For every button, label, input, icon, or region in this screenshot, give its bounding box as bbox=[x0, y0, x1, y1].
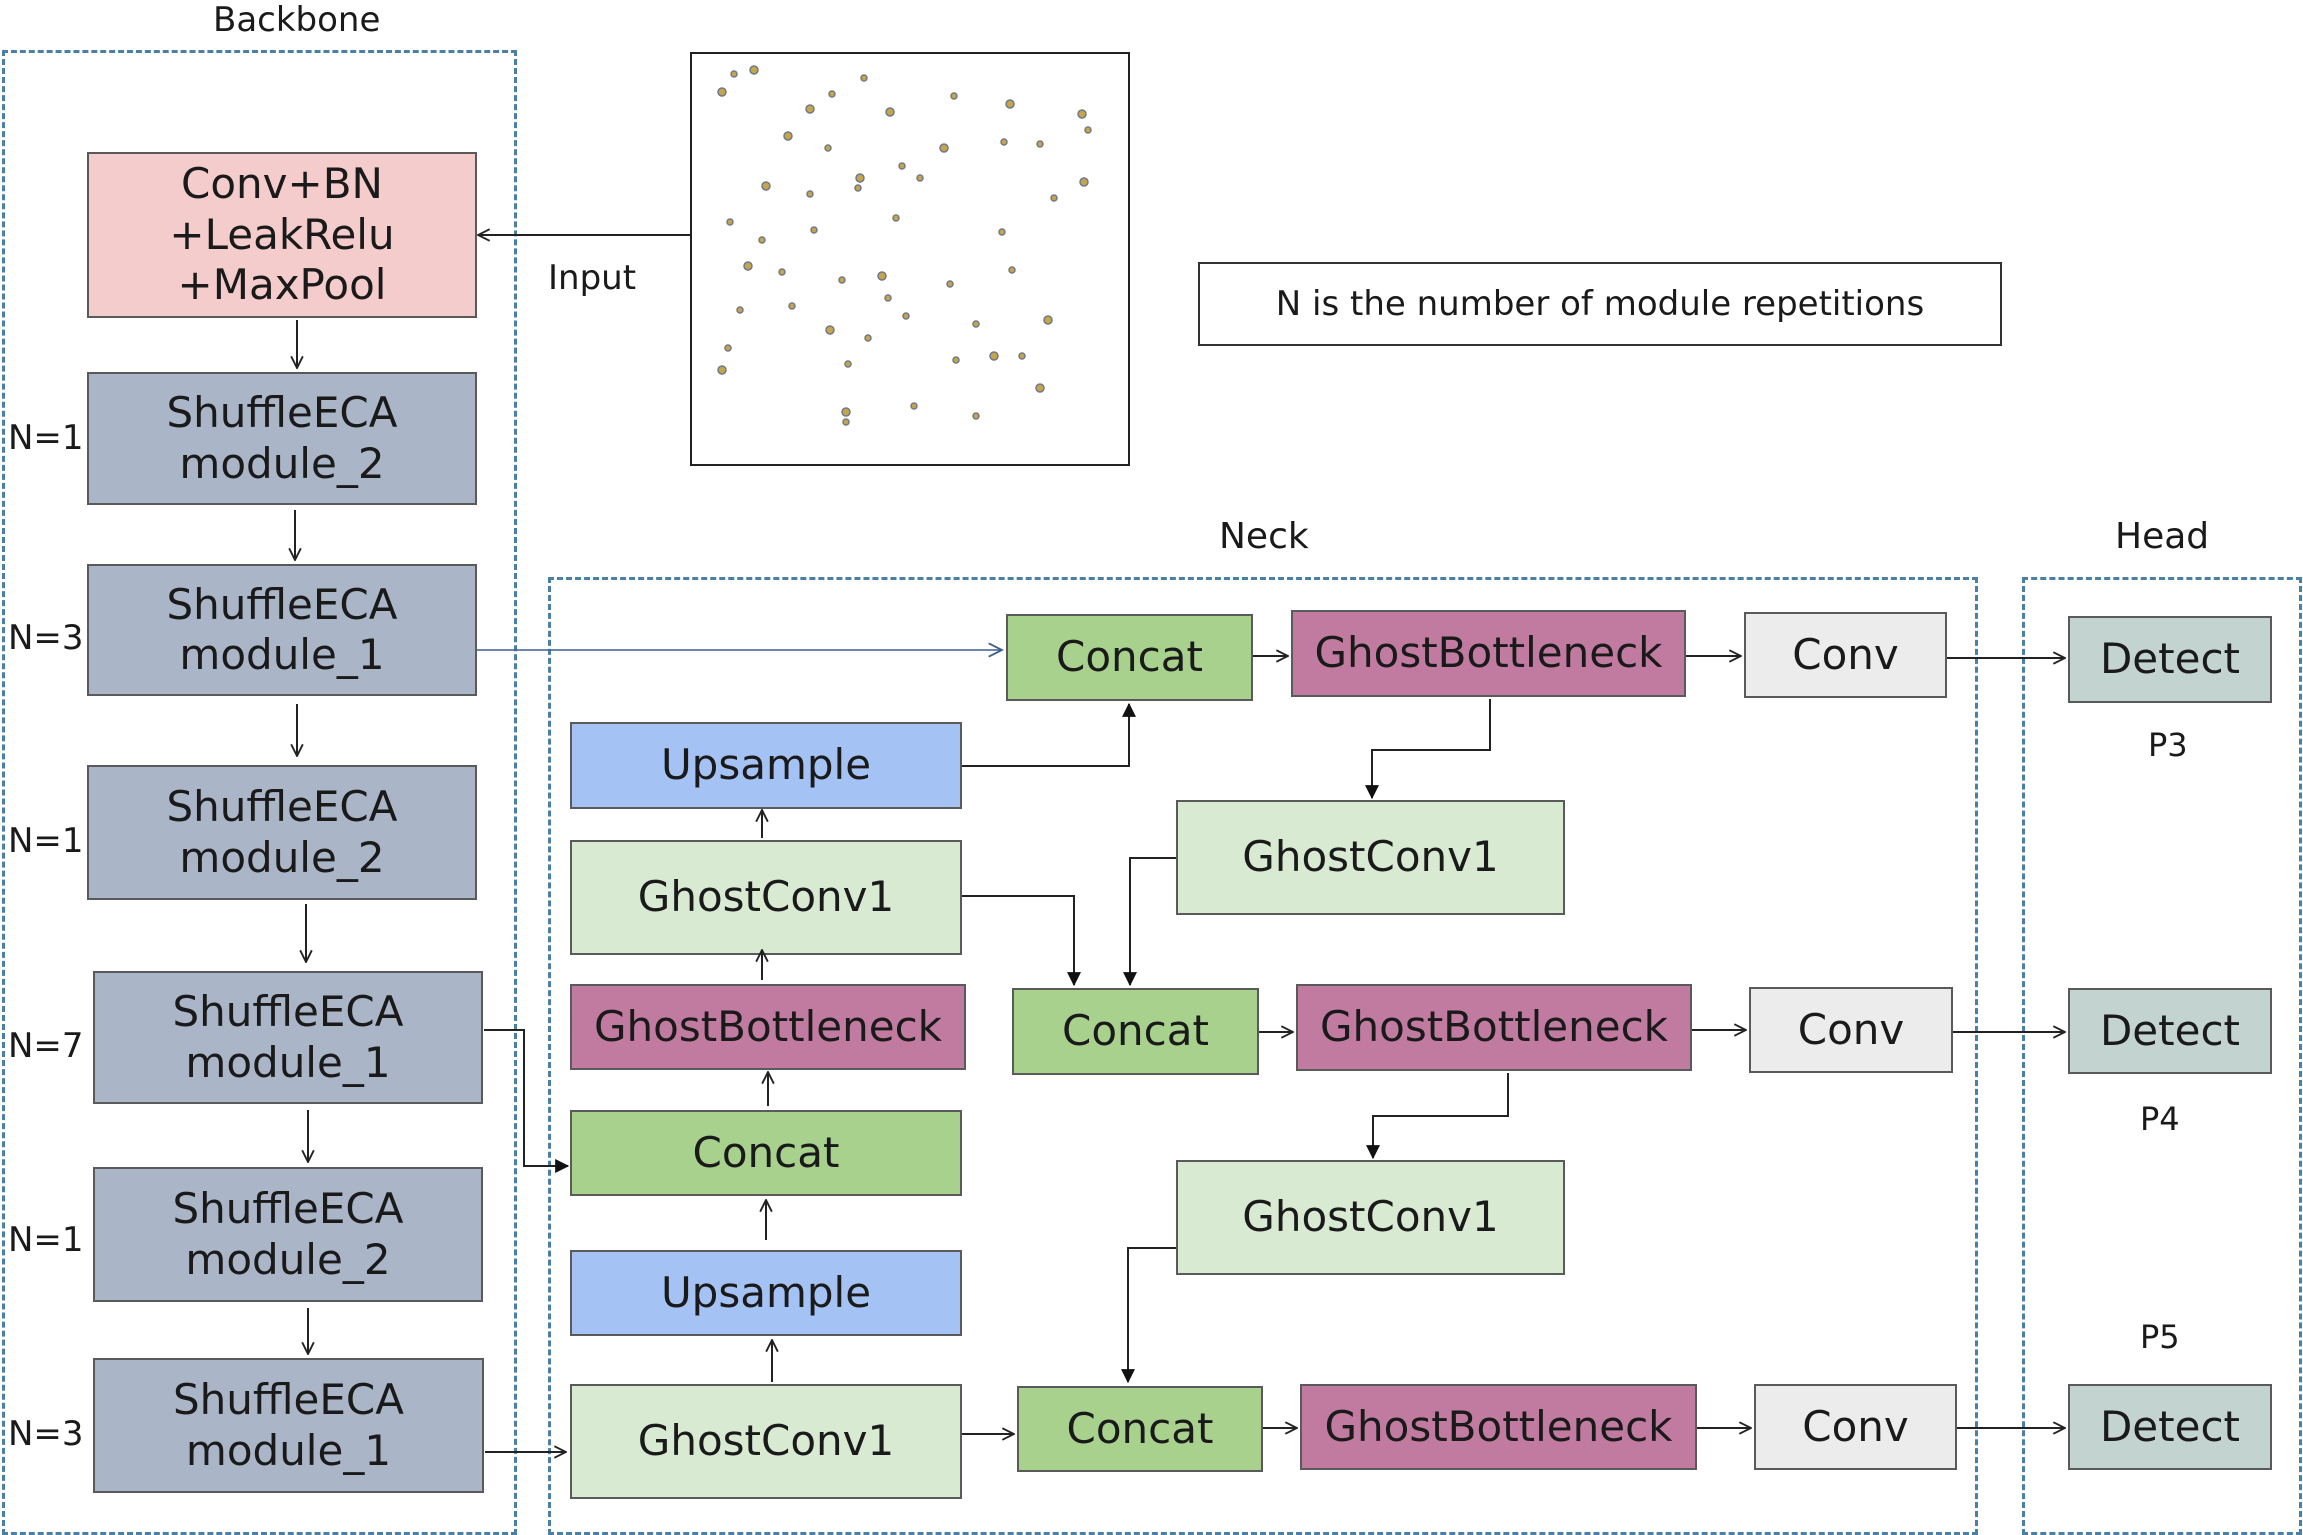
input-image bbox=[690, 52, 1130, 466]
ghostconv1-mid-upper: GhostConv1 bbox=[1176, 800, 1565, 915]
backbone-title: Backbone bbox=[213, 0, 381, 40]
backbone-n-4: N=7 bbox=[8, 1026, 84, 1066]
conv-p3: Conv bbox=[1744, 612, 1947, 698]
detect-p3: Detect bbox=[2068, 616, 2272, 703]
ghostbottleneck-p4: GhostBottleneck bbox=[1296, 984, 1692, 1071]
ghostbottleneck-p3: GhostBottleneck bbox=[1291, 610, 1686, 697]
upsample-bottom: Upsample bbox=[570, 1250, 962, 1336]
detect-p4: Detect bbox=[2068, 988, 2272, 1074]
shuffleeca-module-1-second: ShuffleECA module_1 bbox=[93, 971, 483, 1104]
concat-p3: Concat bbox=[1006, 614, 1253, 701]
shuffleeca-module-2-second: ShuffleECA module_2 bbox=[87, 765, 477, 900]
ghostbottleneck-left: GhostBottleneck bbox=[570, 984, 966, 1070]
arrow-ghostbottleneck-p4-to-ghostconv1d bbox=[1366, 1073, 1509, 1160]
backbone-n-1: N=1 bbox=[8, 418, 84, 458]
ghostconv1-mid-lower: GhostConv1 bbox=[1176, 1160, 1565, 1275]
backbone-n-5: N=1 bbox=[8, 1220, 84, 1260]
p4-label: P4 bbox=[2140, 1100, 2180, 1138]
concat-p5: Concat bbox=[1017, 1386, 1263, 1472]
legend-note: N is the number of module repetitions bbox=[1198, 262, 2002, 346]
head-title: Head bbox=[2115, 516, 2210, 557]
stem-conv-bn-leakrelu-maxpool: Conv+BN +LeakRelu +MaxPool bbox=[87, 152, 477, 318]
backbone-n-2: N=3 bbox=[8, 618, 84, 658]
shuffleeca-module-1-third: ShuffleECA module_1 bbox=[93, 1358, 484, 1493]
shuffleeca-module-1-first: ShuffleECA module_1 bbox=[87, 564, 477, 696]
concat-p4: Concat bbox=[1012, 988, 1259, 1075]
neck-title: Neck bbox=[1219, 516, 1309, 557]
arrow-ghostconv1a-to-concat-p4 bbox=[962, 895, 1081, 987]
shuffleeca-module-2-third: ShuffleECA module_2 bbox=[93, 1167, 483, 1302]
arrow-ghostconv1d-to-concat-p5 bbox=[1121, 1247, 1176, 1384]
upsample-top: Upsample bbox=[570, 722, 962, 809]
conv-p5: Conv bbox=[1754, 1384, 1957, 1470]
arrow-ghostbottleneck-p3-to-ghostconv1c bbox=[1365, 699, 1491, 800]
p3-label: P3 bbox=[2148, 726, 2188, 764]
input-image-particles bbox=[717, 65, 1092, 426]
ghostconv1-bottom-left: GhostConv1 bbox=[570, 1384, 962, 1499]
conv-p4: Conv bbox=[1749, 987, 1953, 1073]
arrow-backbone-to-concat-left bbox=[484, 1029, 570, 1173]
concat-left: Concat bbox=[570, 1110, 962, 1196]
detect-p5: Detect bbox=[2068, 1384, 2272, 1470]
backbone-n-3: N=1 bbox=[8, 821, 84, 861]
shuffleeca-module-2-first: ShuffleECA module_2 bbox=[87, 372, 477, 505]
p5-label: P5 bbox=[2140, 1318, 2180, 1356]
arrow-ghostconv1c-to-concat-p4 bbox=[1123, 857, 1176, 987]
backbone-n-6: N=3 bbox=[8, 1414, 84, 1454]
arrow-upsample-to-concat-p3 bbox=[962, 702, 1136, 767]
ghostbottleneck-p5: GhostBottleneck bbox=[1300, 1384, 1697, 1470]
input-label: Input bbox=[548, 258, 637, 298]
